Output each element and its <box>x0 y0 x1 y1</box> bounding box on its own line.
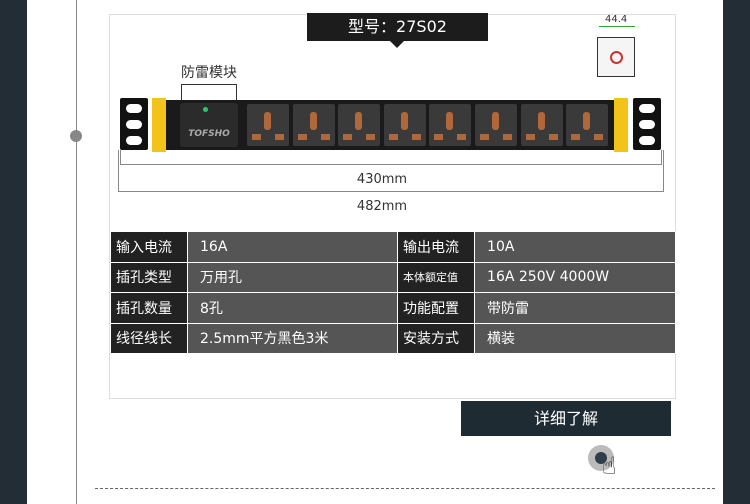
universal-outlet <box>475 104 517 146</box>
left-dark-border <box>0 0 27 504</box>
spec-value: 带防雷 <box>474 292 676 324</box>
spec-value: 横装 <box>474 322 676 354</box>
outer-dimension-line <box>118 150 664 192</box>
spec-label: 插孔类型 <box>110 261 188 293</box>
model-label: 型号：27S02 <box>307 13 488 48</box>
spec-value: 16A <box>186 231 399 263</box>
universal-outlet <box>429 104 472 146</box>
inner-length: 430mm <box>356 172 408 187</box>
spd-module-label: 防雷模块 <box>181 65 237 81</box>
right-dark-border <box>723 0 750 504</box>
spec-value: 万用孔 <box>186 261 399 293</box>
right-end-cap <box>614 98 628 152</box>
inner-dimension-line <box>120 150 662 165</box>
spd-module-pointer <box>181 84 237 100</box>
universal-outlet <box>338 104 381 146</box>
side-view-image <box>597 37 635 77</box>
spec-value: 10A <box>474 231 676 263</box>
spec-value: 2.5mm平方黑色3米 <box>186 322 399 354</box>
outer-length: 482mm <box>356 199 408 214</box>
learn-more-button[interactable]: 详细了解 <box>461 401 671 436</box>
click-indicator <box>588 445 614 471</box>
timeline-line <box>76 0 77 504</box>
spec-label: 输出电流 <box>397 231 476 263</box>
spd-module: TOFSHO <box>180 103 238 147</box>
timeline-dot <box>70 130 82 142</box>
side-dimension: 44.4 <box>605 14 628 25</box>
spec-label: 功能配置 <box>397 292 476 324</box>
universal-outlet <box>520 104 563 146</box>
socket-circle-icon <box>610 51 623 64</box>
indicator-led <box>203 107 208 112</box>
universal-outlet <box>383 104 426 146</box>
right-mount-bracket <box>633 98 661 150</box>
spec-label: 线径线长 <box>110 322 188 354</box>
universal-outlet <box>292 104 335 146</box>
spec-value: 8孔 <box>186 292 399 324</box>
spec-label: 安装方式 <box>397 322 476 354</box>
left-end-cap <box>152 98 166 152</box>
spec-label: 本体额定值 <box>397 261 476 293</box>
dashed-divider <box>95 488 715 489</box>
hand-pointer-icon: ☝ <box>602 452 617 480</box>
spec-value: 16A 250V 4000W <box>474 261 676 293</box>
side-dimension-line <box>599 26 635 27</box>
spec-label: 输入电流 <box>110 231 188 263</box>
universal-outlet <box>247 104 289 146</box>
left-mount-bracket <box>120 98 148 150</box>
universal-outlet <box>566 104 609 146</box>
spec-label: 插孔数量 <box>110 292 188 324</box>
